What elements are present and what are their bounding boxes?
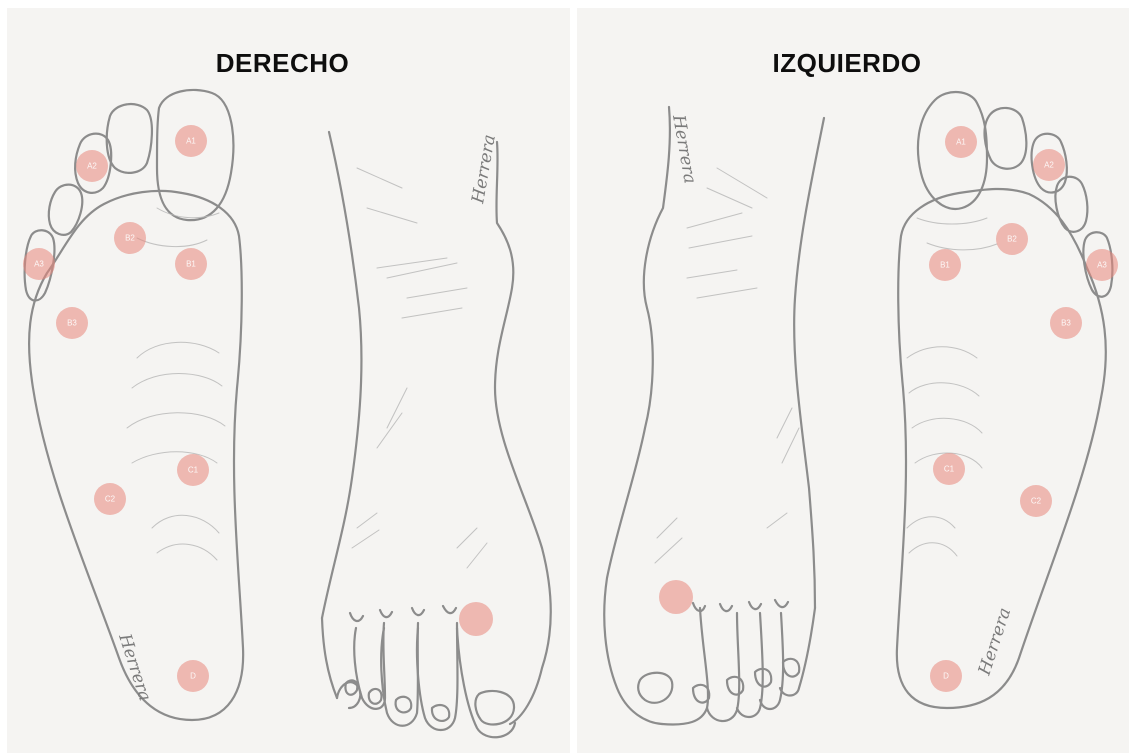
point-c1[interactable]: C1: [933, 453, 965, 485]
right-toe-c: [417, 623, 458, 730]
right-sole: Herrera: [25, 90, 244, 720]
point-label: C2: [105, 495, 116, 504]
right-foot-panel: DERECHO Herrera: [7, 8, 570, 753]
point-label: A1: [956, 138, 966, 147]
left-dorsum-right-edge: [794, 118, 824, 608]
point-dorsal-marker[interactable]: [459, 602, 493, 636]
left-sole: Herrera: [897, 92, 1113, 708]
point-label: B3: [1061, 319, 1071, 328]
point-b3[interactable]: B3: [56, 307, 88, 339]
point-label: A3: [1097, 261, 1107, 270]
left-sole-signature: Herrera: [974, 605, 1015, 678]
point-a2[interactable]: A2: [1033, 149, 1065, 181]
left-foot-panel: IZQUIERDO Herrera: [577, 8, 1129, 753]
point-label: A1: [186, 137, 196, 146]
point-label: B2: [125, 234, 135, 243]
point-b1[interactable]: B1: [175, 248, 207, 280]
left-dorsum-left-edge: [604, 107, 670, 724]
point-label: B3: [67, 319, 77, 328]
right-dorsum: Herrera: [322, 132, 551, 737]
left-toe-b: [737, 613, 763, 717]
point-c2[interactable]: C2: [1020, 485, 1052, 517]
right-foot-drawing: Herrera Herrera A1 A2 A3 B1 B2 B3: [7, 8, 570, 753]
point-label: C1: [944, 465, 955, 474]
point-label: B1: [940, 261, 950, 270]
point-c1[interactable]: C1: [177, 454, 209, 486]
point-label: A3: [34, 260, 44, 269]
point-d[interactable]: D: [177, 660, 209, 692]
point-label: A2: [87, 162, 97, 171]
point-a1[interactable]: A1: [945, 126, 977, 158]
point-c2[interactable]: C2: [94, 483, 126, 515]
point-label: C2: [1031, 497, 1042, 506]
point-a2[interactable]: A2: [76, 150, 108, 182]
left-toe-4: [1055, 177, 1087, 232]
left-toe-d: [780, 608, 815, 696]
left-big-toe-top: [662, 608, 708, 724]
point-b2[interactable]: B2: [996, 223, 1028, 255]
point-label: A2: [1044, 161, 1054, 170]
point-label: D: [190, 672, 196, 681]
left-dorsum: Herrera: [604, 107, 824, 724]
point-a3[interactable]: A3: [23, 248, 55, 280]
point-a3[interactable]: A3: [1086, 249, 1118, 281]
right-toe-2: [107, 104, 152, 173]
point-a1[interactable]: A1: [175, 125, 207, 157]
point-b3[interactable]: B3: [1050, 307, 1082, 339]
right-dorsum-right-edge: [495, 142, 551, 724]
left-toe-a: [707, 613, 739, 721]
point-label: C1: [188, 466, 199, 475]
left-dorsum-signature: Herrera: [668, 112, 700, 185]
right-sole-signature: Herrera: [114, 630, 155, 703]
point-label: D: [943, 672, 949, 681]
right-dorsum-signature: Herrera: [468, 133, 500, 206]
point-label: B2: [1007, 235, 1017, 244]
point-dorsal-marker[interactable]: [659, 580, 693, 614]
right-toe-line-1: [322, 618, 337, 698]
point-b1[interactable]: B1: [929, 249, 961, 281]
left-foot-drawing: Herrera Herrera A1 A2 A3 B1 B2 B3 C1 C2 …: [577, 8, 1129, 753]
point-label: B1: [186, 260, 196, 269]
point-d[interactable]: D: [930, 660, 962, 692]
point-b2[interactable]: B2: [114, 222, 146, 254]
left-toe-2: [985, 108, 1027, 169]
